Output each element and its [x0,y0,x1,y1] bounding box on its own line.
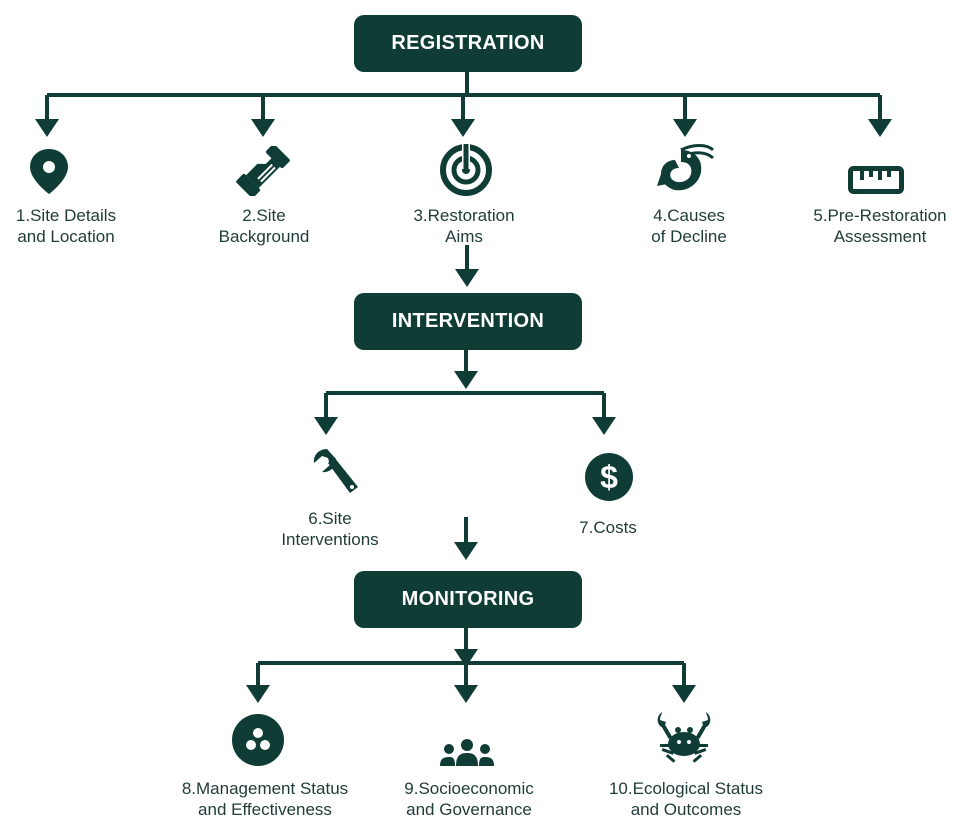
wrench-icon [313,449,358,493]
dollar-icon: $ [585,453,633,501]
step-7-label: 7.Costs [579,518,637,537]
shrimp-icon [657,144,715,191]
monitoring-box: MONITORING [354,571,582,628]
crab-icon [657,712,711,763]
monitoring-label: MONITORING [401,588,535,610]
registration-label: REGISTRATION [391,32,545,54]
people-group-icon [440,739,494,766]
location-pin-icon [30,149,68,194]
intervention-label: INTERVENTION [391,310,545,332]
ruler-icon [848,166,904,194]
registration-box: REGISTRATION [354,15,582,72]
dots-circle-icon [232,714,284,766]
target-icon [440,142,492,196]
handshake-icon [236,146,290,196]
intervention-box: INTERVENTION [354,293,582,350]
svg-text:$: $ [600,459,618,495]
